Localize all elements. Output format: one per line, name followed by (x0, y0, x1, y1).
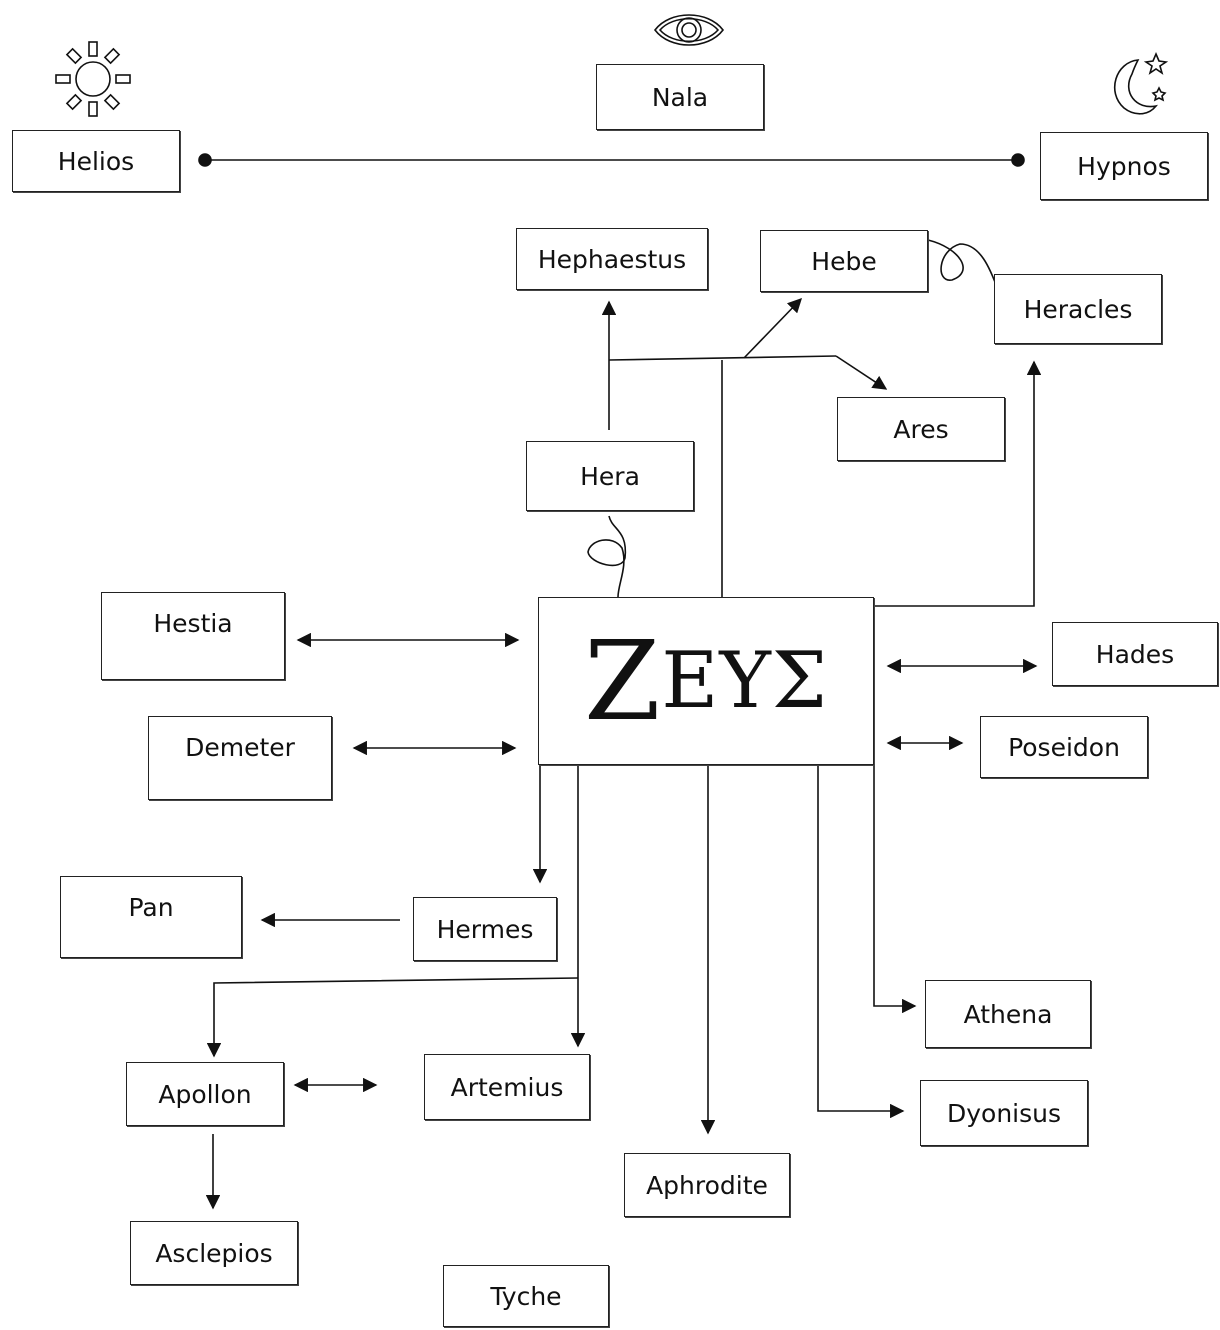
node-hephaestus: Hephaestus (516, 228, 708, 290)
node-hypnos: Hypnos (1040, 132, 1208, 200)
zeus-athena-arrow (873, 765, 917, 1014)
node-hera: Hera (526, 441, 694, 511)
hebe-heracles-marriage-loop (927, 239, 999, 291)
node-heracles: Heracles (994, 274, 1162, 344)
node-nala: Nala (596, 64, 764, 130)
node-poseidon: Poseidon (980, 716, 1148, 778)
zeus-dyonisus-arrow (817, 765, 905, 1119)
sun-icon (55, 41, 131, 117)
eye-icon (653, 14, 725, 46)
node-asclepios: Asclepios (130, 1221, 298, 1285)
node-hades: Hades (1052, 622, 1218, 686)
node-dyonisus: Dyonisus (920, 1080, 1088, 1146)
zeus-initial: Z (583, 617, 662, 745)
node-athena: Athena (925, 980, 1091, 1048)
ares-arrow (835, 355, 888, 390)
node-apollon: Apollon (126, 1062, 284, 1126)
node-hermes: Hermes (413, 897, 557, 961)
node-hebe: Hebe (760, 230, 928, 292)
node-ares: Ares (837, 397, 1005, 461)
node-helios: Helios (12, 130, 180, 192)
helios-link-dot (198, 153, 212, 167)
heracles-arrow (874, 360, 1042, 607)
node-pan: Pan (60, 876, 242, 958)
node-demeter: Demeter (148, 716, 332, 800)
node-tyche: Tyche (443, 1265, 609, 1327)
moon-stars-icon (1113, 51, 1169, 115)
zeus-apollon-arrow (206, 977, 579, 1058)
zeus-rest: ΕΥΣ (661, 636, 829, 726)
hypnos-link-dot (1011, 153, 1025, 167)
hebe-arrow (743, 297, 803, 359)
hera-children-branch (608, 355, 837, 361)
node-artemius: Artemius (424, 1054, 590, 1120)
node-hestia: Hestia (101, 592, 285, 680)
node-aphrodite: Aphrodite (624, 1153, 790, 1217)
hera-zeus-marriage-loop (587, 515, 627, 598)
